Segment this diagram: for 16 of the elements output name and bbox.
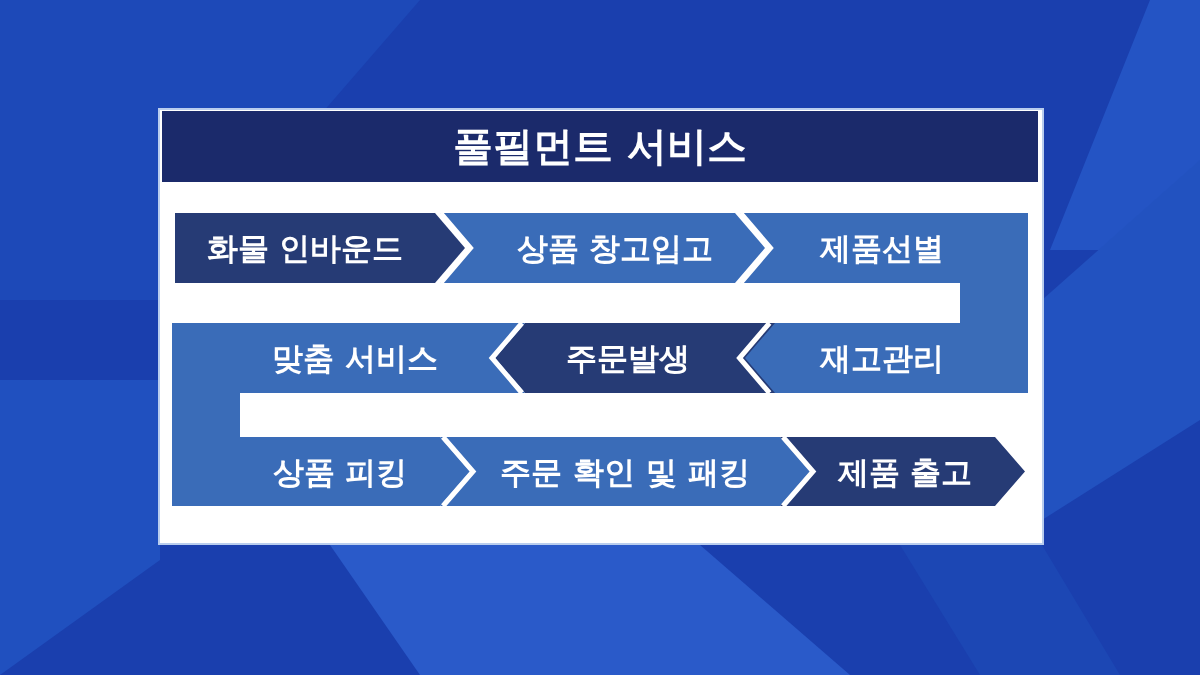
step-label: 주문 확인 및 패킹 [500, 456, 750, 487]
chevron-divider [738, 211, 774, 285]
step-label: 재고관리 [820, 342, 944, 374]
chevron-divider [438, 211, 474, 285]
step-label: 맞춤 서비스 [272, 342, 438, 374]
chevron-divider [781, 435, 817, 508]
title-banner: 풀필먼트 서비스 [162, 111, 1038, 182]
chevron-divider [736, 321, 772, 395]
chevron-divider [441, 435, 477, 508]
step-label: 제품 출고 [837, 456, 973, 487]
step-label: 상품 창고입고 [516, 232, 714, 264]
chevron-divider [488, 321, 524, 395]
step-label: 상품 피킹 [272, 456, 408, 487]
step-label: 제품선별 [820, 232, 944, 264]
step-label: 화물 인바운드 [206, 232, 404, 264]
step-label: 주문발생 [566, 342, 690, 374]
